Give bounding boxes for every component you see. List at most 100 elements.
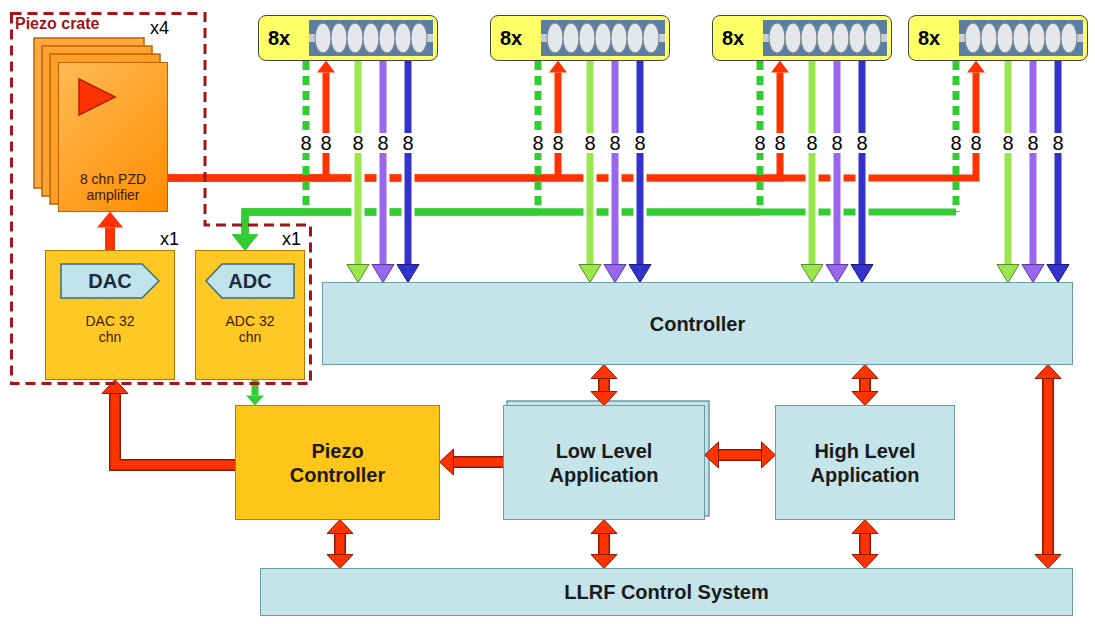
node-title: LLRF Control System <box>564 580 768 604</box>
channel-count: 8 <box>319 133 332 153</box>
wire-outline <box>454 456 504 468</box>
channel-count: 8 <box>608 133 621 153</box>
cavity-cell <box>1061 23 1077 53</box>
signal-connector <box>358 61 359 265</box>
channel-count: 8 <box>401 133 414 153</box>
cavity-cell <box>865 23 881 53</box>
channel-count: 8 <box>855 133 868 153</box>
cavity-picture <box>309 20 433 56</box>
wire <box>115 394 235 466</box>
node-title: 8x <box>268 27 290 50</box>
cavity-cell <box>801 23 817 53</box>
cavity-cell <box>643 23 659 53</box>
wire <box>380 61 387 265</box>
picture-ground <box>763 20 887 56</box>
signal-connector <box>1008 61 1009 265</box>
channel-count: 8 <box>1051 133 1064 153</box>
wire-outline <box>334 534 346 555</box>
node-title: Piezo crate <box>10 12 104 36</box>
cavity-cell <box>849 23 865 53</box>
wire-outline <box>1002 61 1015 265</box>
cavity-cell <box>611 23 627 53</box>
wire-outline <box>402 61 415 265</box>
signal-connector <box>245 61 760 235</box>
wire-outline <box>377 61 390 265</box>
node-title: High Level Application <box>785 439 945 487</box>
wire-outline <box>634 61 647 265</box>
wire-outline <box>598 379 610 392</box>
wire <box>168 73 780 179</box>
signal-connector <box>408 61 409 265</box>
cavity-module: 8x <box>490 15 670 61</box>
amplifier-box: 8 chn PZD amplifier <box>58 62 168 212</box>
signal-connector <box>454 462 504 463</box>
node-title: Low Level Application <box>519 439 689 487</box>
wire <box>1005 61 1012 265</box>
cavity-cell <box>1045 23 1061 53</box>
cavity-cell <box>769 23 785 53</box>
cavity-cell <box>981 23 997 53</box>
signal-connector <box>590 61 591 265</box>
node-title: 8x <box>722 27 744 50</box>
wire <box>809 61 816 265</box>
signal-connector <box>340 534 341 555</box>
channel-count: 8 <box>376 133 389 153</box>
signal-connector <box>1058 61 1059 265</box>
wire-outline <box>598 534 610 555</box>
wire <box>1055 61 1062 265</box>
signal-connector <box>168 73 326 179</box>
picture-ground <box>541 20 665 56</box>
cavity-cell <box>997 23 1013 53</box>
wire <box>454 458 504 467</box>
signal-connector <box>604 379 605 392</box>
wire <box>612 61 619 265</box>
channel-count: 8 <box>805 133 818 153</box>
cavity-cell <box>315 23 331 53</box>
signal-connector <box>1033 61 1034 265</box>
picture-ground <box>959 20 1083 56</box>
cavity-cell <box>395 23 411 53</box>
cavity-cell <box>563 23 579 53</box>
wire-outline <box>856 61 869 265</box>
channel-count: 8 <box>531 133 544 153</box>
wire-outline <box>584 61 597 265</box>
wire <box>600 379 609 392</box>
channel-count: 8 <box>351 133 364 153</box>
process-box: Low Level Application <box>503 405 705 520</box>
signal-connector <box>110 228 111 251</box>
cavity-cell <box>627 23 643 53</box>
wire <box>355 61 362 265</box>
node-title: ADC <box>205 263 295 299</box>
cavity-cell <box>817 23 833 53</box>
wire <box>859 61 866 265</box>
crate-outline <box>12 14 311 384</box>
node-title: 8 chn PZD amplifier <box>65 171 161 203</box>
wire <box>1044 379 1053 555</box>
wire-outline <box>719 449 762 461</box>
cavity-cell <box>411 23 427 53</box>
controller-box: Piezo Controller <box>235 405 440 520</box>
wire <box>834 61 841 265</box>
wire <box>168 73 326 179</box>
wire-outline <box>831 61 844 265</box>
signal-connector <box>615 61 616 265</box>
node-title: Controller <box>650 312 746 336</box>
cavity-cell <box>595 23 611 53</box>
cavity-module: 8x <box>258 15 438 61</box>
signal-connector <box>837 61 838 265</box>
cavity-cell <box>1029 23 1045 53</box>
signal-connector <box>168 73 780 179</box>
converter-box: ADCADC 32 chn <box>195 250 305 380</box>
wire-outline <box>806 61 819 265</box>
channel-count: 8 <box>753 133 766 153</box>
picture-ground <box>309 20 433 56</box>
signal-connector <box>383 61 384 265</box>
node-title: Piezo Controller <box>275 439 400 487</box>
wire <box>587 61 594 265</box>
process-box: Controller <box>322 282 1073 365</box>
node-title: 8x <box>918 27 940 50</box>
cavity-cell <box>833 23 849 53</box>
cavity-picture <box>541 20 665 56</box>
